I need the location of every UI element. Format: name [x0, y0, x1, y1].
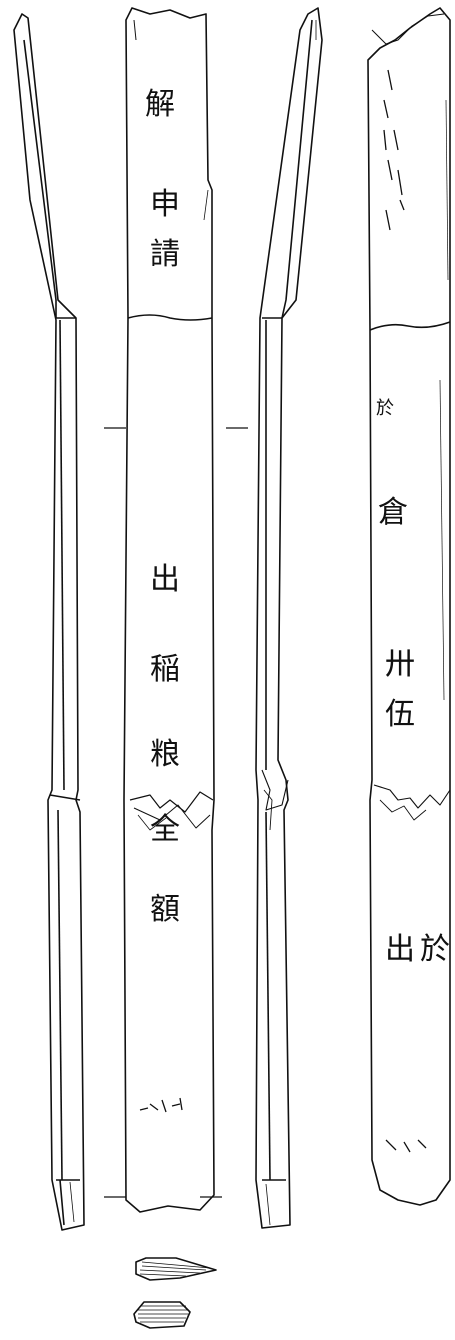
- front-glyph-3: 請: [150, 237, 180, 272]
- back-glyph-3: 卅: [385, 647, 415, 682]
- cross-sections: [133, 1257, 217, 1329]
- middle-side-profile: [255, 7, 323, 1229]
- front-glyph-8: 額: [150, 892, 180, 927]
- front-face-outline: [123, 7, 215, 1213]
- left-side-profile: [13, 13, 85, 1231]
- back-face-outline: [367, 7, 451, 1206]
- scale-ticks: [104, 427, 248, 1198]
- front-glyph-4: 出: [150, 562, 180, 597]
- front-glyph-6: 粮: [150, 737, 180, 772]
- back-glyph-5: 出: [385, 932, 415, 967]
- back-glyph-6: 於: [420, 932, 450, 967]
- front-glyph-5: 稲: [150, 652, 180, 687]
- front-glyph-7: 全: [150, 812, 180, 847]
- back-glyph-2: 倉: [378, 495, 408, 530]
- front-glyph-1: 解: [145, 87, 175, 122]
- back-glyph-1: 於: [376, 398, 394, 419]
- faint-ink-traces: [139, 69, 427, 1153]
- back-glyph-4: 伍: [385, 697, 415, 732]
- front-glyph-2: 申: [150, 187, 180, 222]
